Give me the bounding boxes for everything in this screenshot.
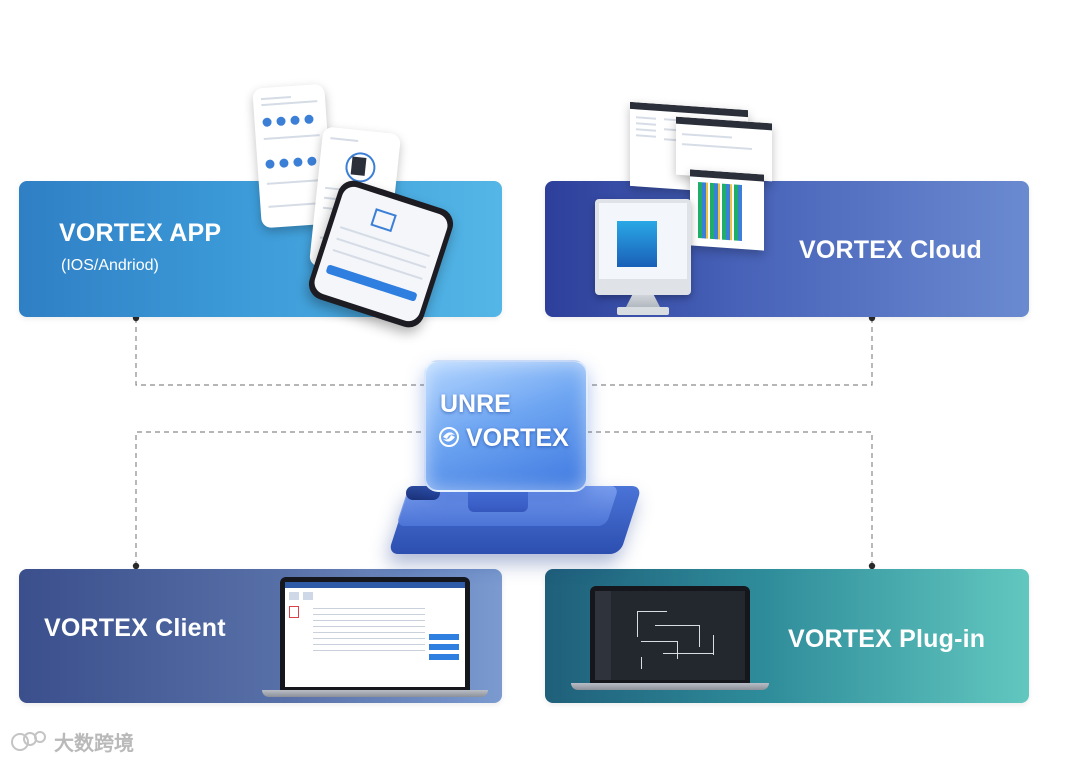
client-laptop [280,577,470,690]
watermark-logo-icon [11,731,46,751]
client-laptop-base [262,690,488,697]
cloud-monitor [595,199,691,315]
plugin-laptop-base [571,683,769,690]
watermark-text: 大数跨境 [54,732,134,755]
connector-cloud [580,318,873,386]
vortex-swirl-icon [439,427,459,447]
device-screen [424,360,588,492]
connector-plugin [580,431,873,566]
watermark: 大数跨境 [10,728,134,755]
plugin-laptop [590,586,750,683]
card-subtitle-app: (IOS/Andriod) [61,257,159,274]
card-title-app: VORTEX APP [59,219,222,247]
node-client [132,562,140,570]
card-title-cloud: VORTEX Cloud [799,236,982,264]
unre-vortex-device: UNRE VORTEX [388,358,643,563]
connector-client [135,431,430,566]
node-plugin [868,562,876,570]
card-title-plugin: VORTEX Plug-in [788,625,986,653]
cloud-window-3 [690,169,764,251]
device-brand-line1: UNRE [440,390,511,418]
card-title-client: VORTEX Client [44,614,226,642]
device-brand-line2: VORTEX [466,424,569,452]
connector-app [135,318,430,386]
